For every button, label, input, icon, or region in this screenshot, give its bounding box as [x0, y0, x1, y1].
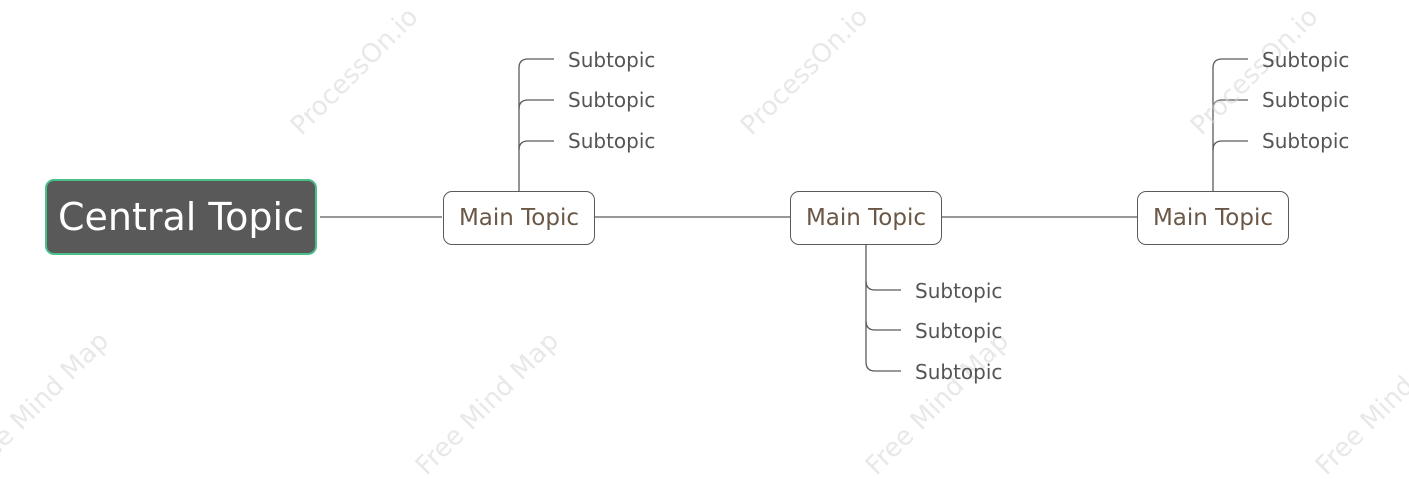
main-topic-label: Main Topic: [1152, 205, 1274, 231]
central-topic[interactable]: Central Topic: [45, 179, 317, 255]
connector-m2-sub1: [865, 280, 901, 291]
main-topic-1[interactable]: Main Topic: [443, 191, 595, 245]
central-topic-label: Central Topic: [57, 195, 305, 239]
connector-m2-sub2: [865, 320, 901, 331]
connector-m2-sub3: [865, 244, 901, 372]
connector-lines: [320, 58, 1248, 372]
connector-m3-sub3: [1212, 140, 1248, 151]
connector-m3-sub1: [1212, 58, 1248, 191]
main-topic-2[interactable]: Main Topic: [790, 191, 942, 245]
connector-m3-sub2: [1212, 99, 1248, 110]
connector-m1-sub1: [518, 58, 554, 191]
main-topic-3[interactable]: Main Topic: [1137, 191, 1289, 245]
connector-m1-sub2: [518, 99, 554, 110]
subtopic-1-2[interactable]: Subtopic: [568, 88, 656, 112]
subtopic-2-2[interactable]: Subtopic: [915, 319, 1003, 343]
subtopic-1-3[interactable]: Subtopic: [568, 129, 656, 153]
subtopic-3-3[interactable]: Subtopic: [1262, 129, 1350, 153]
subtopic-2-3[interactable]: Subtopic: [915, 360, 1003, 384]
subtopic-2-1[interactable]: Subtopic: [915, 279, 1003, 303]
subtopic-3-1[interactable]: Subtopic: [1262, 48, 1350, 72]
connector-m1-sub3: [518, 140, 554, 151]
main-topic-label: Main Topic: [805, 205, 927, 231]
subtopic-3-2[interactable]: Subtopic: [1262, 88, 1350, 112]
subtopic-1-1[interactable]: Subtopic: [568, 48, 656, 72]
main-topic-label: Main Topic: [458, 205, 580, 231]
